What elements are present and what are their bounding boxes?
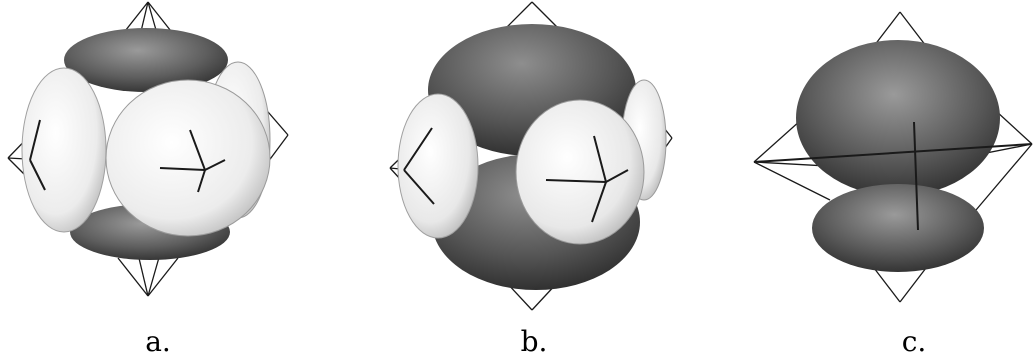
axis-lines (403, 127, 629, 223)
left-light-lobe (21, 67, 107, 233)
panel-c: c. (750, 0, 1034, 364)
caption-b: b. (520, 325, 548, 358)
panel-a-diagram (7, 1, 289, 297)
top-dark-lobe (796, 40, 1000, 196)
bottom-dark-lobe (812, 184, 984, 272)
caption-c: c. (901, 325, 927, 358)
front-light-lobe (105, 79, 271, 237)
top-dark-lobe (64, 28, 228, 92)
panel-c-diagram (753, 11, 1033, 303)
axis-lines (29, 119, 226, 193)
caption-a: a. (145, 325, 171, 358)
axis-lines (753, 121, 1033, 231)
panel-b-diagram (389, 1, 673, 311)
panel-a: a. (0, 0, 300, 364)
front-light-lobe (515, 99, 645, 245)
panel-b: b. (386, 0, 686, 364)
left-light-lobe (397, 93, 479, 239)
